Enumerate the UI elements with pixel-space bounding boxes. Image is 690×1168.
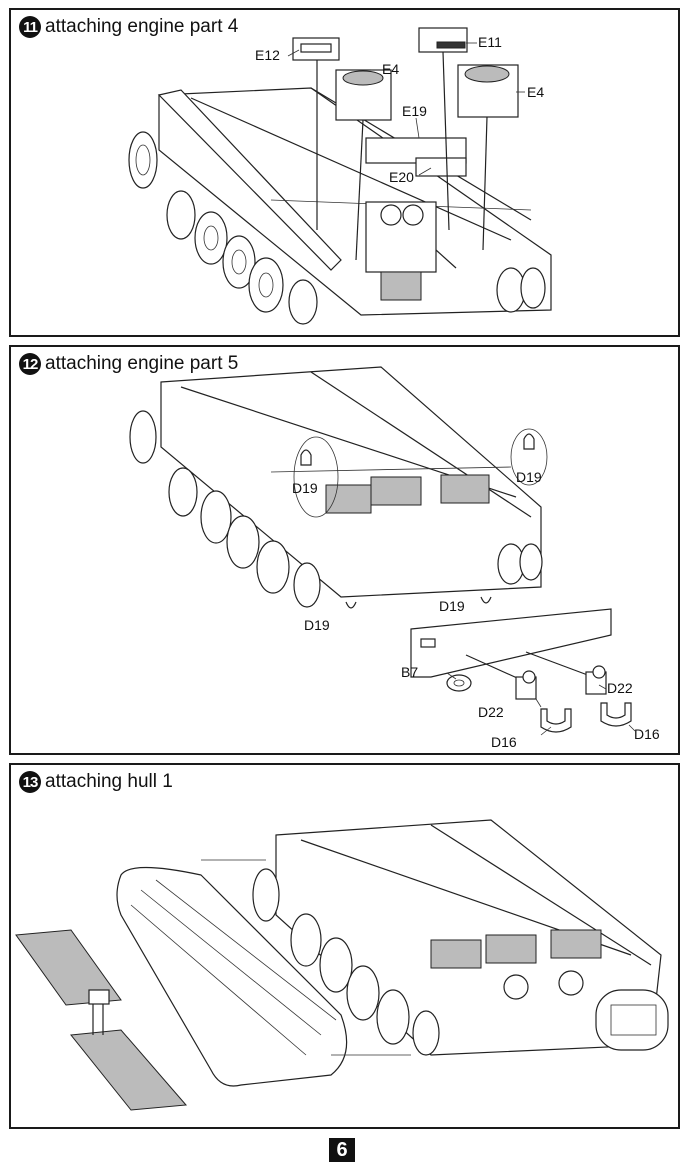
leader-lines (287, 42, 525, 176)
label-b7: B7 (401, 664, 418, 680)
engine-block (365, 201, 457, 301)
track-link-assembly (116, 859, 411, 1087)
step-12-panel: 12 attaching engine part 5 (9, 345, 680, 755)
hull-chassis (157, 87, 552, 316)
label-d22-right: D22 (607, 680, 633, 696)
step-13-number: 13 (19, 771, 41, 793)
label-d19-upper-right: D19 (516, 469, 542, 485)
label-d16-right: D16 (634, 726, 660, 742)
assembly-arrows (316, 51, 488, 261)
step-12-number: 12 (19, 353, 41, 375)
step-12-header: 12 attaching engine part 5 (19, 353, 238, 375)
label-d19-lower-left: D19 (304, 617, 330, 633)
idler-arms-d22 (465, 651, 607, 700)
loose-track-links (15, 929, 188, 1111)
hull-plate-part (446, 674, 472, 692)
step-13-illustration (15, 819, 669, 1111)
track-right (595, 989, 669, 1051)
road-wheels-left (129, 410, 321, 608)
drive-sprocket-right (496, 267, 546, 313)
label-e4-left: E4 (382, 61, 399, 77)
towing-shackles-d19 (293, 428, 548, 609)
part-e4-left (335, 69, 392, 121)
rear-plate-b7 (410, 608, 612, 678)
label-d19-upper-left: D19 (292, 480, 318, 496)
hull-chassis (160, 366, 542, 598)
part-e12 (292, 37, 340, 61)
step-11-title: attaching engine part 4 (45, 16, 239, 37)
step-11-illustration: E12 E4 E11 E4 E19 E20 (128, 27, 552, 325)
label-e11: E11 (478, 34, 502, 50)
part-e19 (365, 137, 467, 177)
label-d19-lower-right: D19 (439, 598, 465, 614)
label-e12: E12 (255, 47, 280, 63)
brackets-d16 (540, 702, 632, 733)
step-11-number: 11 (19, 16, 41, 38)
label-e20: E20 (389, 169, 414, 185)
road-wheels-left (128, 131, 318, 325)
step-11-header: 11 attaching engine part 4 (19, 16, 238, 38)
step-12-illustration: D19 D19 D19 D19 B7 D22 D22 D16 D16 (129, 366, 660, 750)
label-d22-left: D22 (478, 704, 504, 720)
step-11-panel: 11 attaching engine part 4 (9, 8, 680, 337)
page-number: 6 (329, 1138, 355, 1162)
step-13-header: 13 attaching hull 1 (19, 771, 173, 793)
part-e4-right (457, 64, 519, 118)
step-13-title: attaching hull 1 (45, 771, 173, 792)
leader-lines (446, 672, 636, 736)
part-e11 (418, 27, 468, 53)
step-12-title: attaching engine part 5 (45, 353, 239, 374)
drive-sprocket-right (497, 543, 543, 585)
road-wheels-left (252, 868, 440, 1056)
label-e4-right: E4 (527, 84, 544, 100)
step-13-panel: 13 attaching hull 1 (9, 763, 680, 1129)
label-e19: E19 (402, 103, 427, 119)
label-d16-left: D16 (491, 734, 517, 750)
